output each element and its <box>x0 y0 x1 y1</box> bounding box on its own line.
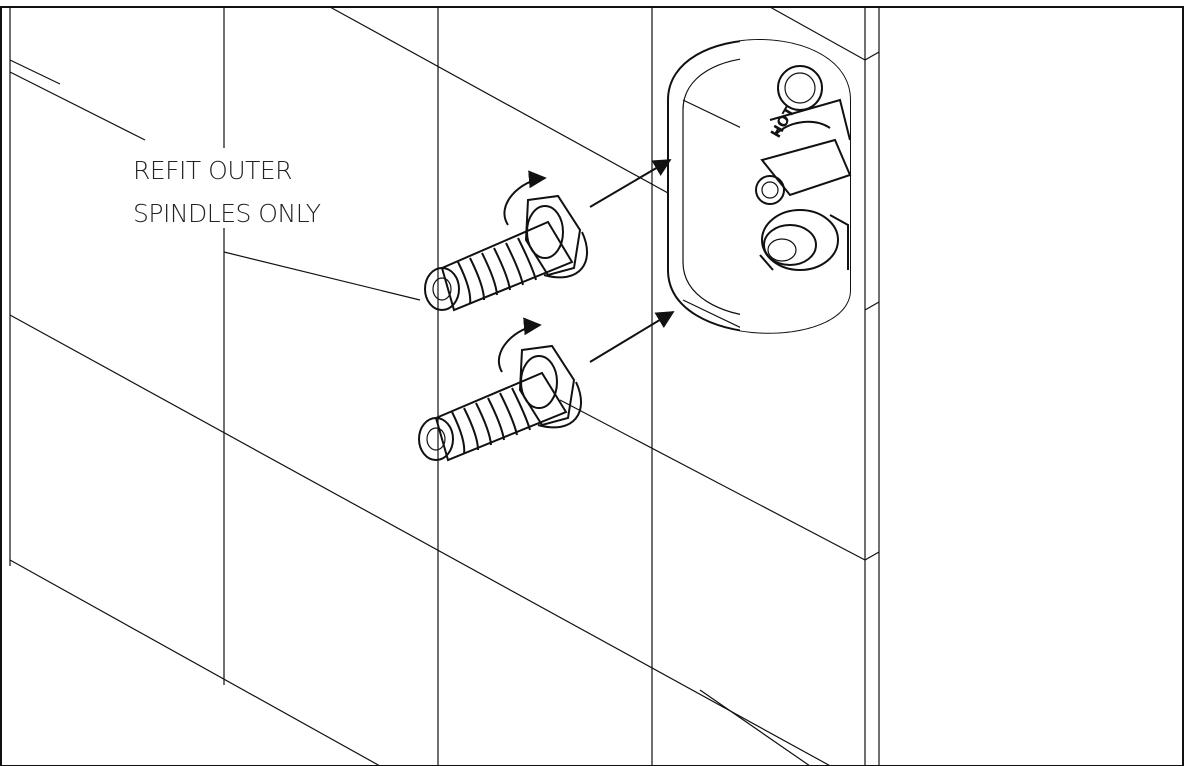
rotate-arrow-icon <box>503 170 547 226</box>
spindle-1-threads <box>457 237 537 305</box>
outer-spindle-2 <box>418 311 675 462</box>
wall-opening <box>667 39 851 334</box>
tile-grid <box>9 6 880 766</box>
insert-arrow-icon <box>589 159 672 208</box>
outer-spindle-1 <box>424 159 672 312</box>
spindle-2-threads <box>451 387 531 455</box>
callout-line-2: SPINDLES ONLY <box>133 199 321 228</box>
insert-arrow-icon <box>589 311 675 363</box>
callout-line-1: REFIT OUTER <box>133 156 292 185</box>
rotate-arrow-icon <box>497 317 542 373</box>
frame-border <box>0 6 1184 766</box>
